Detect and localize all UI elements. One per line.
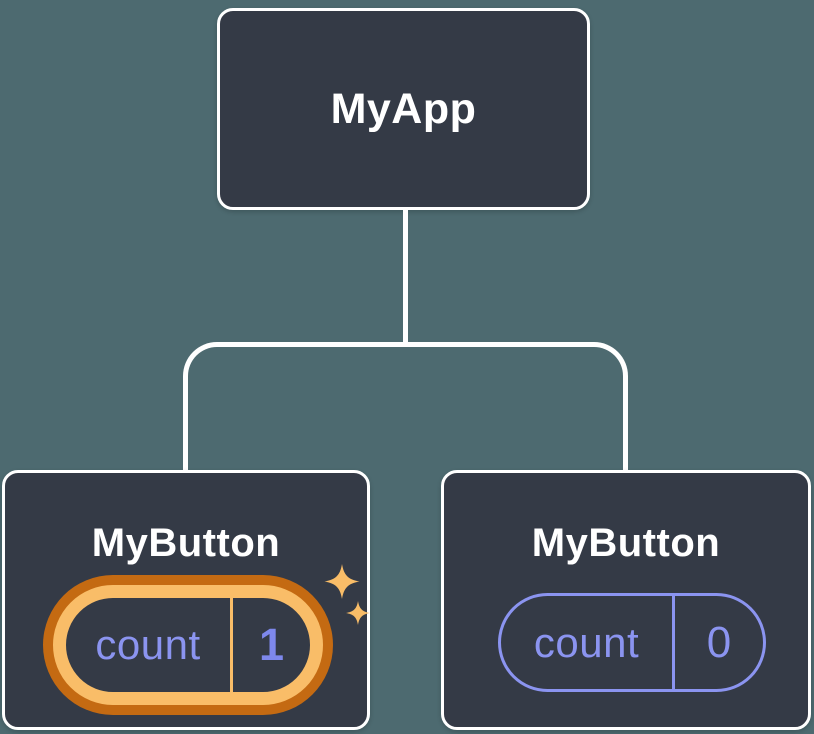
root-node-myapp: MyApp xyxy=(217,8,590,210)
child-node-label: MyButton xyxy=(531,521,721,565)
child-node-label: MyButton xyxy=(91,521,281,565)
state-pill-highlighted: count 1 xyxy=(53,585,323,705)
state-value-cell: 0 xyxy=(675,596,763,689)
state-key-cell: count xyxy=(66,598,230,692)
sparkle-icon xyxy=(345,601,371,625)
state-key-label: count xyxy=(95,621,201,668)
pill-divider xyxy=(230,598,233,692)
pill-divider xyxy=(672,596,675,689)
child-node-mybutton-2: MyButton count 0 xyxy=(441,470,811,730)
state-value-label: 1 xyxy=(258,619,285,670)
sparkle-icon xyxy=(322,564,362,599)
state-value-cell: 1 xyxy=(233,598,310,692)
state-value-label: 0 xyxy=(706,617,732,667)
state-key-cell: count xyxy=(501,596,672,689)
root-node-label: MyApp xyxy=(330,84,477,133)
state-key-label: count xyxy=(533,618,640,666)
connector-root-stem xyxy=(403,209,408,345)
child-node-mybutton-1: MyButton count 1 xyxy=(2,470,370,730)
state-pill: count 0 xyxy=(498,593,766,692)
connector-branch xyxy=(183,342,628,470)
